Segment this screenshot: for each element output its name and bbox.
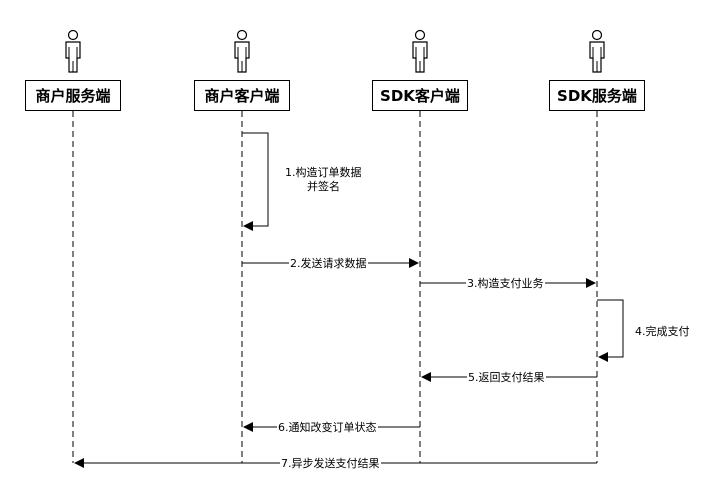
actor-figure-sdk-client	[412, 29, 428, 73]
actor-figure-sdk-server	[589, 29, 605, 73]
actor-box-merchant-server: 商户服务端	[25, 80, 121, 111]
actor-box-sdk-server: SDK服务端	[549, 80, 645, 111]
message-1-label-line1: 1.构造订单数据	[285, 166, 362, 179]
message-5-label: 5.返回支付结果	[467, 371, 546, 384]
message-7-label: 7.异步发送支付结果	[280, 457, 381, 470]
message-4-label: 4.完成支付	[635, 325, 690, 338]
actor-box-merchant-client: 商户客户端	[194, 80, 290, 111]
message-1-label-line2: 并签名	[307, 180, 340, 193]
message-6-label: 6.通知改变订单状态	[277, 421, 378, 434]
arrow-4-self	[597, 299, 624, 362]
actor-figure-merchant-client	[234, 29, 250, 73]
actor-figure-merchant-server	[65, 29, 81, 73]
message-3-label: 3.构造支付业务	[466, 277, 545, 290]
actor-box-sdk-client: SDK客户端	[372, 80, 468, 111]
arrow-1-self	[242, 132, 269, 231]
message-2-label: 2.发送请求数据	[289, 257, 368, 270]
